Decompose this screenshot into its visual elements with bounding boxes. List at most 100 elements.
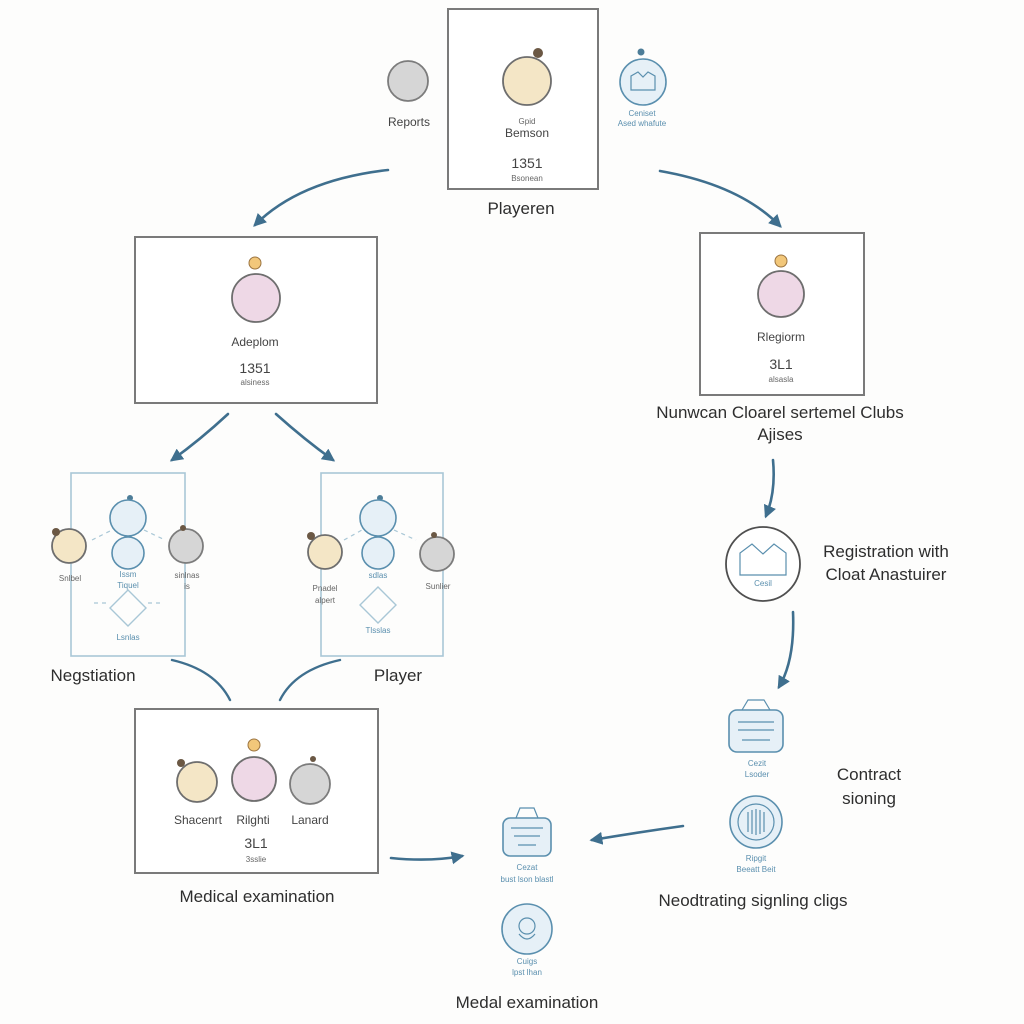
curve-player-to-medical [278,658,342,702]
pl-connector-dashes [343,529,417,541]
adeplom-figure-head [248,256,262,270]
player-panel: Pnadel alpert sdlas Sunlier Tlsslas Play… [278,472,455,702]
negotiation-caption: Negstiation [50,666,135,685]
right-box-section: Rlegiorm 3L1 alsasla Nunwcan Cloarel ser… [656,232,904,519]
top-box-number: 1351 [511,155,542,171]
arrow-to-registration [763,458,776,519]
arrow-top-to-right-box [658,169,782,228]
negotiation-panel: Snlbel Issm Tiquel sinlnas is Lsnlas Neg… [50,472,232,702]
pl-left-head [307,532,315,540]
neg-center-mid-circle [111,536,145,570]
med-fig2-head [247,738,261,752]
agent-shirt-icon [619,48,667,106]
top-section: Reports Gpid Bemson 1351 Bsonean Playere… [253,8,782,228]
med-fig3-head [310,756,316,762]
med-fig3-gray [289,763,331,805]
med-fig1-label: Shacenrt [174,813,223,827]
arrow-to-negotiation-panel [169,412,230,462]
pl-left-fig-line1: Pnadel [313,584,338,593]
med-fig2-label: Rilghti [236,813,269,827]
reports-label: Reports [388,115,430,129]
registration-shirt-icon [725,526,801,602]
rlegiorm-label: Rlegiorm [757,330,805,344]
reports-gray-figure [387,60,429,102]
center-icon2-line1: Cuigs [517,957,537,966]
pl-center-top-circle [359,499,397,537]
neg-center-line1: Issm [120,570,137,579]
adeplom-sub: alsiness [241,378,270,387]
neg-diamond-label: Lsnlas [116,633,139,642]
top-figure-head [533,48,543,58]
adeplom-label: Adeplom [231,335,278,349]
pl-right-fig-label: Sunlier [426,582,451,591]
arrow-to-contract [777,610,795,690]
neg-right-fig-line1: sinlnas [175,571,200,580]
rlegiorm-number: 3L1 [769,356,793,372]
med-fig2-pink [231,756,277,802]
rlegiorm-pink-figure [757,270,805,318]
top-box-sub: Bsonean [511,174,543,183]
neg-diamond [109,589,147,627]
contract-icon2-line2: Beeatt Beit [736,865,776,874]
rlegiorm-sub: alsasla [769,375,794,384]
neg-connector-dashes [91,529,166,541]
negotiation-panel-frame [70,472,186,657]
center-icon2-line2: lpst lhan [512,968,542,977]
agent-icon-line1: Ceniset [628,109,656,118]
medal-examination-caption: Medal examination [456,993,599,1012]
med-sub: 3sslie [246,855,267,864]
player-caption: Player [374,666,423,685]
top-caption: Playeren [487,199,554,218]
contract-section: Cezit Lsoder Contract sioning Ripgit Bee… [589,699,902,910]
bottom-center-section: Cezat bust lson blastl Cuigs lpst lhan M… [456,807,599,1012]
contract-seal-icon [729,795,783,849]
pl-diamond [359,586,397,624]
neg-center-top-circle [109,499,147,537]
med-fig1-beige [176,761,218,803]
registration-icon-label: Cesil [754,579,772,588]
registration-caption-line2: Cloat Anastuirer [826,565,947,584]
registration-caption-line1: Registration with [823,542,949,561]
registration-shirt-shape [739,543,787,576]
clubs-caption-line2: Ajises [757,425,802,444]
medical-box [134,708,379,874]
pl-left-beige-figure [307,534,343,570]
pl-left-fig-line2: alpert [315,596,336,605]
med-number: 3L1 [244,835,268,851]
medical-box-section: Shacenrt Rilghti Lanard 3L1 3sslie Medic… [134,708,465,906]
neg-left-head [52,528,60,536]
med-fig1-head [177,759,185,767]
top-box-line1: Gpid [519,117,536,126]
center-icon1-line1: Cezat [517,863,539,872]
adeplom-pink-figure [231,273,281,323]
arrow-top-to-left-box [253,168,390,227]
neg-center-line2: Tiquel [117,581,139,590]
center-icon1-line2: bust lson blastl [501,875,554,884]
pl-center-line: sdlas [369,571,388,580]
contract-icon2-line1: Ripgit [746,854,767,863]
curve-negotiation-to-medical [170,658,232,702]
center-kit-icon [502,807,552,857]
contract-icon1-line1: Cezit [748,759,767,768]
pl-center-mid-circle [361,536,395,570]
neg-right-gray-figure [168,528,204,564]
pl-right-head [431,532,437,538]
clubs-caption-line1: Nunwcan Cloarel sertemel Clubs [656,403,904,422]
neg-left-beige-figure [51,528,87,564]
contract-document-icon [728,699,784,753]
contract-icon1-line2: Lsoder [745,770,770,779]
agent-icon-line2: Ased whafute [618,119,667,128]
rlegiorm-figure-head [774,254,788,268]
med-fig3-label: Lanard [291,813,328,827]
left-box-section: Adeplom 1351 alsiness [134,236,378,462]
top-box-line2: Bemson [505,126,549,140]
pl-right-gray-figure [419,536,455,572]
neg-left-fig-label: Snlbel [59,574,81,583]
medical-caption: Medical examination [180,887,335,906]
top-box-beige-figure [502,56,552,106]
adeplom-number: 1351 [239,360,270,376]
arrow-contract-to-center [589,824,685,845]
contract-caption-line1: Contract [837,765,902,784]
arrow-medical-to-center [389,851,465,865]
